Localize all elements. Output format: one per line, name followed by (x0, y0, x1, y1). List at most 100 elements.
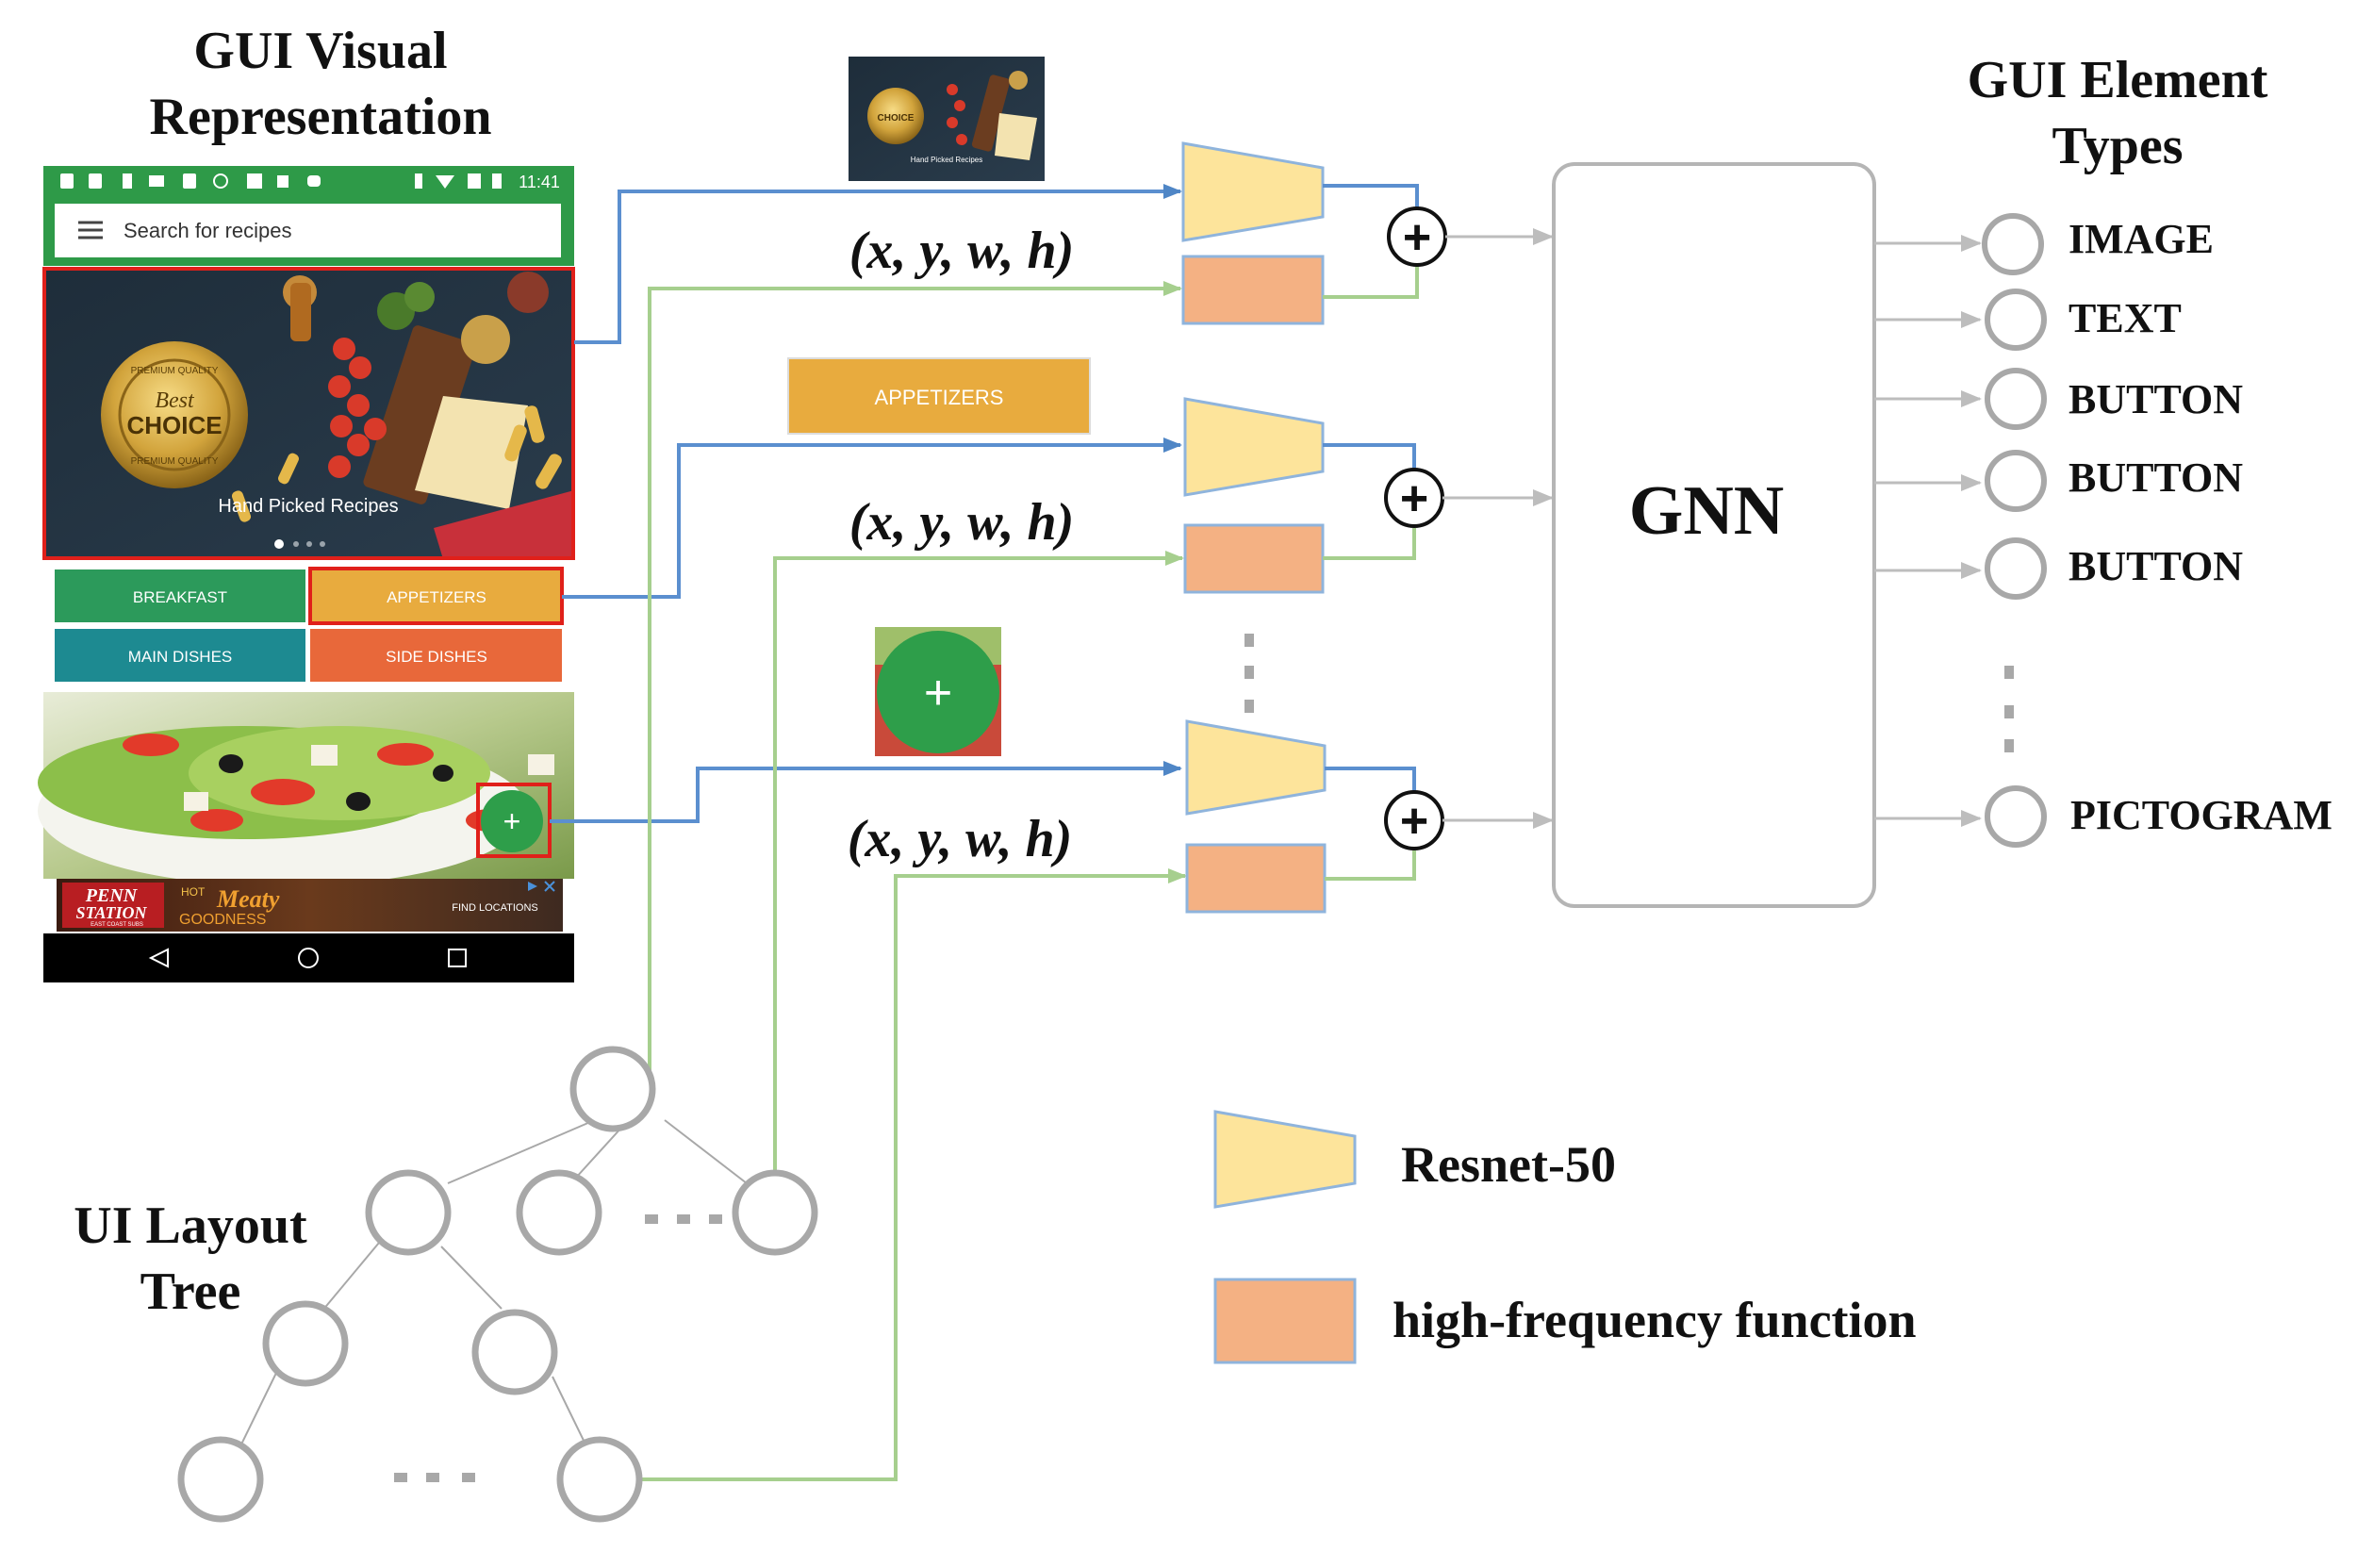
output-ellipsis (2004, 666, 2014, 752)
output-label-text: TEXT (2069, 295, 2182, 341)
tree-node-l2-b (471, 1309, 558, 1395)
tree-node-l1-c (732, 1169, 818, 1256)
encoder-row-1 (1181, 141, 1419, 325)
output-label-button-3: BUTTON (2069, 543, 2243, 589)
banner-caption: Hand Picked Recipes (218, 496, 398, 517)
badge-ring-bottom: PREMIUM QUALITY (131, 456, 219, 467)
appetizers-button[interactable] (310, 569, 562, 622)
banner-food-art (231, 272, 574, 559)
banner-page-dots[interactable] (274, 539, 325, 549)
plus-node-2: + (1384, 468, 1444, 528)
hff-box-1 (1181, 255, 1325, 325)
tree-ellipsis-1 (645, 1214, 722, 1224)
output-label-button-2: BUTTON (2069, 454, 2243, 501)
coord-label-3: (x, y, w, h) (848, 810, 1073, 868)
appetizers-label: APPETIZERS (387, 588, 486, 606)
tree-node-root (569, 1046, 656, 1132)
hff-box-3 (1185, 843, 1327, 914)
hff-box-2 (1183, 523, 1325, 594)
phone-screenshot: 11:41 Search for recipes (38, 166, 575, 982)
nav-bar (43, 933, 574, 982)
menu-icon[interactable] (78, 221, 103, 239)
main-dishes-button[interactable] (55, 629, 305, 682)
ad-hot: HOT (181, 885, 206, 899)
ad-find-locations[interactable]: FIND LOCATIONS (452, 902, 537, 914)
banner-highlight (42, 267, 575, 560)
badge-best: Best (155, 388, 195, 413)
recents-icon[interactable] (448, 949, 467, 967)
status-time: 11:41 (519, 173, 560, 191)
output-node-image (1982, 213, 2044, 275)
legend-hff-swatch (1213, 1278, 1357, 1364)
plus-symbol-3: + (1400, 794, 1428, 849)
back-icon[interactable] (148, 948, 169, 968)
layout-tree-heading: UI Layout (74, 1197, 307, 1255)
banner-crop: CHOICE Hand Picked Recipes (849, 57, 1045, 181)
root-layout-line (648, 281, 1182, 1089)
side-dishes-button[interactable] (310, 629, 562, 682)
ad-brand-line1: PENN (85, 885, 139, 906)
encoder-row-3 (1185, 719, 1416, 914)
legend-resnet-swatch (1213, 1110, 1357, 1209)
gnn-label: GNN (1629, 472, 1784, 550)
plus-symbol-1: + (1403, 210, 1431, 265)
output-label-button-1: BUTTON (2069, 376, 2243, 422)
plus-node-3: + (1384, 790, 1444, 850)
ad-close-icon[interactable] (544, 881, 555, 892)
plus-to-gnn-arrows (1442, 228, 1554, 829)
visual-connectors (550, 184, 1182, 823)
ad-brand-line2: STATION (75, 903, 147, 922)
tree-node-l1-a (365, 1169, 452, 1256)
banner-visual-line (574, 184, 1182, 344)
status-icons (60, 173, 502, 189)
plus-symbol-2: + (1400, 471, 1428, 526)
fab-plus: + (503, 804, 521, 838)
fab-crop-plus: + (924, 666, 952, 720)
appetizers-crop: APPETIZERS (787, 357, 1091, 435)
output-label-image: IMAGE (2069, 216, 2214, 262)
search-input[interactable] (55, 204, 561, 257)
gnn-output-arrows (1874, 235, 1982, 827)
plus-node-1: + (1387, 206, 1447, 267)
appetizers-visual-line (562, 437, 1182, 599)
badge-ring-top: PREMIUM QUALITY (131, 366, 219, 376)
leaf-layout-line (639, 868, 1187, 1481)
badge-choice: CHOICE (126, 411, 222, 439)
fab-crop: + (875, 627, 1001, 756)
layout-tree-heading-2: Tree (140, 1263, 241, 1321)
tree-nodes (177, 1046, 818, 1523)
appetizers-crop-label: APPETIZERS (875, 386, 1004, 409)
salad-art (38, 726, 554, 886)
tree-ellipsis-2 (394, 1473, 475, 1482)
breakfast-button[interactable] (55, 569, 305, 622)
gnn-box (1552, 162, 1876, 908)
resnet-trapezoid-1 (1181, 141, 1325, 242)
ad-meaty: Meaty (216, 885, 280, 913)
banner-crop-badge: CHOICE (878, 113, 915, 124)
tree-node-l1-b (516, 1169, 602, 1256)
resnet-trapezoid-3 (1185, 719, 1327, 816)
fab-button[interactable] (481, 790, 543, 852)
ad-choices-icon[interactable] (528, 882, 537, 891)
mid-layout-line (773, 551, 1184, 1213)
output-nodes (1982, 213, 2047, 848)
banner-crop-caption: Hand Picked Recipes (911, 156, 982, 164)
ad-goodness: GOODNESS (179, 912, 266, 928)
breakfast-label: BREAKFAST (133, 588, 227, 606)
output-label-pictogram: PICTOGRAM (2070, 792, 2332, 838)
tree-node-l3-b (556, 1436, 643, 1523)
side-dishes-label: SIDE DISHES (386, 648, 487, 666)
resnet-trapezoid-2 (1183, 397, 1325, 497)
encoder-row-2 (1183, 397, 1416, 594)
layout-tree (177, 1046, 818, 1523)
ad-brand-box (62, 883, 164, 928)
layout-connectors (639, 281, 1187, 1481)
legend: Resnet-50 high-frequency function (1213, 1110, 1917, 1364)
tree-edges (237, 1119, 748, 1453)
coord-label-1: (x, y, w, h) (849, 222, 1075, 280)
tree-node-l3-a (177, 1436, 264, 1523)
best-choice-badge: Best CHOICE PREMIUM QUALITY PREMIUM QUAL… (101, 341, 248, 488)
home-icon[interactable] (298, 948, 319, 968)
output-node-pictogram (1985, 785, 2047, 848)
ad-brand-sub: EAST COAST SUBS (91, 922, 143, 928)
